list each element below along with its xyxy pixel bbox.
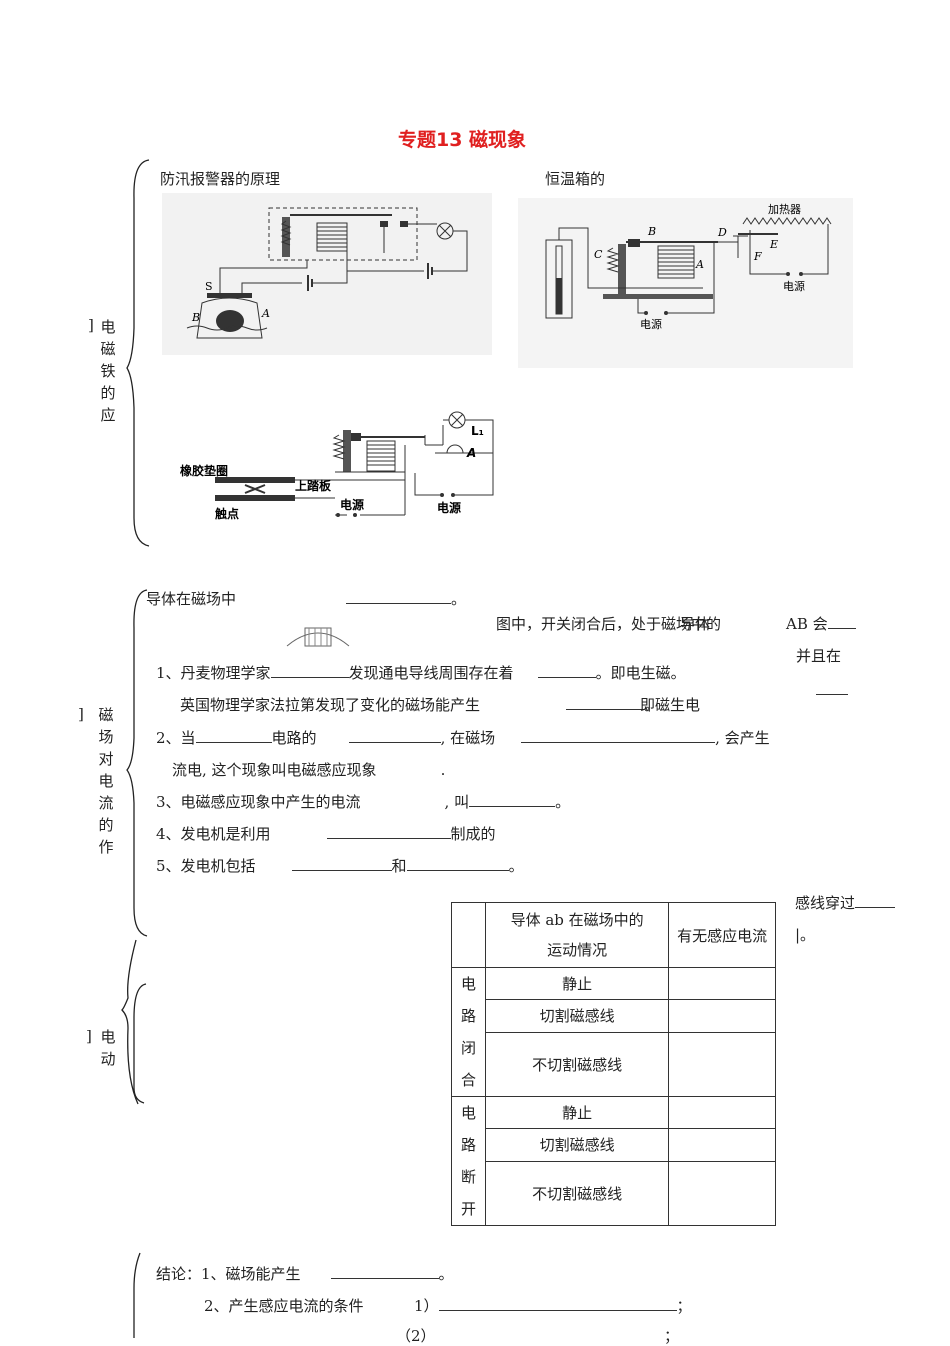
fig2-label-source1: 电源 <box>783 279 805 293</box>
fig2-label-d: D <box>717 226 727 239</box>
conclusion-line2-blank: 1）； <box>414 1297 692 1315</box>
fig1-label-a: A <box>261 307 270 320</box>
section3-brace <box>121 939 147 1338</box>
fig3-label-pedal: 上踏板 <box>295 478 332 493</box>
q4: 4、发电机是利用制成的 <box>156 825 496 843</box>
line-b-suffix: 导体 <box>680 615 711 633</box>
table-header-motion: 导体 ab 在磁场中的运动情况 <box>484 902 670 968</box>
fig1-label-s: S <box>205 280 213 293</box>
fig2-label-a: A <box>695 258 704 271</box>
table-row: 不切割磁感线 <box>484 1160 670 1226</box>
table-row: 不切割磁感线 <box>484 1031 670 1097</box>
section1-brace <box>126 159 150 547</box>
table-row: 切割磁感线 <box>484 1128 670 1162</box>
fig2-label-heater: 加热器 <box>768 203 801 216</box>
table-row: 静止 <box>484 966 670 1001</box>
conclusion-line3: （2） <box>396 1327 436 1345</box>
pedal-alarm-diagram: 橡胶垫圈 上踏板 触点 电源 电源 L₁ A <box>180 411 494 521</box>
motor-sketch <box>286 627 350 647</box>
table-header-current: 有无感应电流 <box>668 902 776 968</box>
fig2-label-source2: 电源 <box>640 317 662 331</box>
group-open-label: 电路断开 <box>451 1096 486 1226</box>
section2-side-label: 磁场对电流的作 <box>98 706 114 856</box>
thermostat-diagram: B C A D E F 加热器 电源 电源 <box>518 198 853 368</box>
q1-line2-end: 即磁生电 <box>640 696 701 714</box>
section2-brace <box>126 589 148 937</box>
fig3-label-source2: 电源 <box>437 500 461 515</box>
line-c-blank <box>816 680 848 699</box>
section1-mark: ] <box>88 316 94 334</box>
group-closed-label: 电路闭合 <box>451 967 486 1097</box>
aside-a: 感线穿过 <box>795 892 896 913</box>
fig1-caption: 防汛报警器的原理 <box>160 170 281 188</box>
fig2-label-b: B <box>647 225 656 238</box>
fig2-caption: 恒温箱的 <box>545 170 606 188</box>
fig2-label-c: C <box>594 248 603 261</box>
fig2-label-e: E <box>769 238 778 251</box>
page-title: 专题13 磁现象 <box>398 129 527 151</box>
line-a-blank: 。 <box>346 588 466 609</box>
line-b-end: AB 会 <box>786 613 856 634</box>
aside-b: |。 <box>795 926 816 944</box>
line-b: 图中，开关闭合后，处于磁场中的 <box>496 615 722 633</box>
fig3-label-source1: 电源 <box>340 497 364 512</box>
fig2-label-f: F <box>753 250 762 263</box>
conclusion-line2: 2、产生感应电流的条件 <box>204 1297 364 1315</box>
fig3-label-a: A <box>466 446 476 460</box>
experiment-table: 导体 ab 在磁场中的运动情况 有无感应电流 电路闭合 静止 切割磁感线 不切割… <box>451 902 776 1226</box>
q5: 5、发电机包括和。 <box>156 857 524 875</box>
conclusion-line1: 结论：1、磁场能产生。 <box>156 1265 454 1283</box>
q1-line1: 1、丹麦物理学家发现通电导线周围存在着。即电生磁。 <box>156 664 686 682</box>
fig3-label-rubber: 橡胶垫圈 <box>180 463 228 478</box>
q2-line2: 流电, 这个现象叫电磁感应现象. <box>172 761 446 779</box>
conclusion-line3-end: ； <box>664 1327 680 1345</box>
q3: 3、电磁感应现象中产生的电流, 叫。 <box>156 793 571 811</box>
line-a: 导体在磁场中 <box>146 590 237 608</box>
q1-line2: 英国物理学家法拉第发现了变化的磁场能产生。 <box>180 696 660 714</box>
fig3-label-contact: 触点 <box>215 506 239 521</box>
line-c: 并且在 <box>796 647 842 665</box>
q2-line1: 2、当电路的, 在磁场, 会产生 <box>156 729 770 747</box>
fig1-label-b: B <box>191 311 200 324</box>
section2-mark: ] <box>78 705 84 723</box>
flood-alarm-diagram: S B A <box>162 193 492 355</box>
fig3-label-l1: L₁ <box>471 424 484 438</box>
table-row: 切割磁感线 <box>484 999 670 1033</box>
section1-side-label: 电磁铁的应 <box>100 318 116 424</box>
section3-side-label: 电动 <box>100 1028 116 1068</box>
table-row: 静止 <box>484 1095 670 1130</box>
section3-mark: ] <box>86 1027 92 1045</box>
